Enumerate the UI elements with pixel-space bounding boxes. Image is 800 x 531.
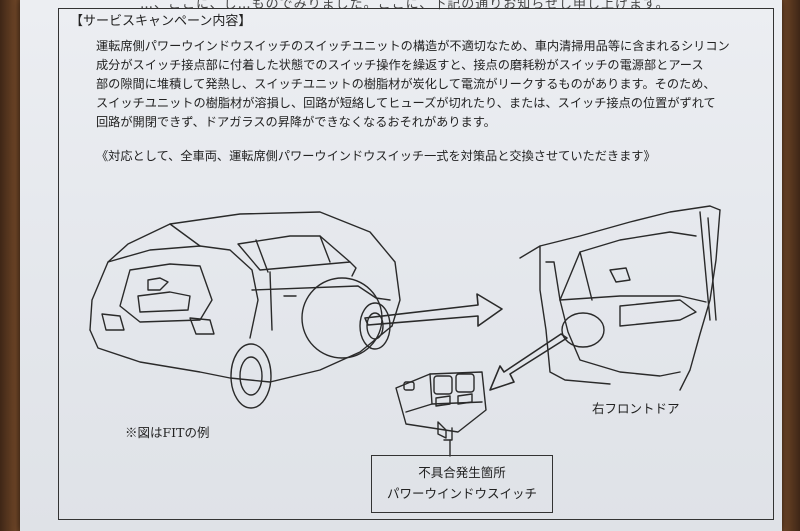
door-caption: 右フロントドア [592, 401, 680, 416]
body-line: 部の隙間に堆積して発熱し、スイッチユニットの樹脂材が炭化して電流がリークするもの… [96, 77, 716, 91]
example-caption: ※図はFITの例 [125, 425, 210, 440]
body-line: スイッチユニットの樹脂材が溶損し、回路が短絡してヒューズが切れたり、または、スイ… [96, 96, 716, 110]
body-line: 運転席側パワーウインドウスイッチのスイッチユニットの構造が不適切なため、車内清掃… [96, 39, 730, 53]
illustration [89, 205, 721, 457]
defect-location-label: 不具合発生箇所 [418, 465, 506, 480]
notice-frame [58, 8, 774, 520]
paper-sheet: …、ここに、し…ものでみりました。ここに、下記の通りお知らせし申し上げます。 【… [20, 0, 782, 531]
power-window-switch-label: パワーウインドウスイッチ [386, 486, 537, 501]
arrow-to-door [364, 293, 503, 327]
body-line: 回路が開閉できず、ドアガラスの昇降ができなくなるおそれがあります。 [96, 115, 496, 129]
car-drawing [89, 211, 401, 409]
callout-circle-door [561, 312, 605, 348]
measure-note: 《対応として、全車両、運転席側パワーウインドウスイッチ一式を対策品と交換させてい… [96, 149, 656, 163]
defect-location-box: 不具合発生箇所 パワーウインドウスイッチ [371, 455, 553, 513]
cut-off-header-text: …、ここに、し…ものでみりました。ここに、下記の通りお知らせし申し上げます。 [140, 0, 670, 12]
switch-drawing [395, 371, 487, 441]
section-title: 【サービスキャンペーン内容】 [70, 14, 252, 29]
callout-circle-car [301, 277, 383, 359]
body-paragraph: 運転席側パワーウインドウスイッチのスイッチユニットの構造が不適切なため、車内清掃… [96, 37, 766, 132]
arrow-to-switch [489, 333, 568, 391]
body-line: 成分がスイッチ接点部に付着した状態でのスイッチ操作を繰返すと、接点の磨耗粉がスイ… [96, 58, 704, 72]
door-drawing [519, 205, 721, 391]
